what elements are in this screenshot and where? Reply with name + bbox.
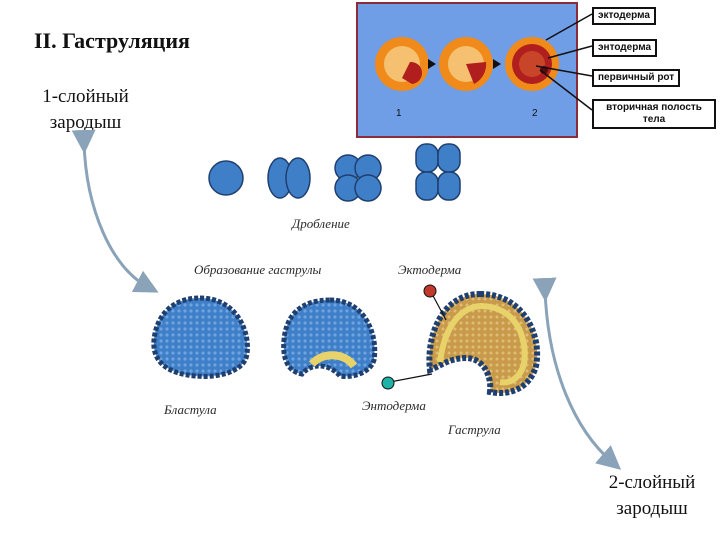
- ectoderm-marker: [423, 284, 437, 298]
- cleavage-8-cell: [415, 143, 461, 201]
- single-layer-embryo-label: 1-слойный зародыш: [28, 84, 143, 136]
- slide-title: II. Гаструляция: [34, 28, 190, 53]
- cleavage-stages: [208, 143, 461, 202]
- callout-endoderm: энтодерма: [592, 39, 658, 57]
- cleavage-4-cell: [334, 154, 382, 202]
- double-layer-embryo-label: 2-слойный зародыш: [592, 470, 712, 522]
- blastula-label: Бластула: [164, 402, 217, 417]
- inset-embryo-1: [375, 37, 429, 91]
- gastrulation-inset: 1 2: [356, 2, 578, 138]
- endoderm-marker: [381, 376, 395, 390]
- endoderm-label: Энтодерма: [362, 398, 426, 413]
- blastula: [151, 295, 250, 379]
- inset-embryo-3: [505, 37, 559, 91]
- left-double-arrow: [71, 129, 159, 293]
- inset-number-2: 2: [532, 108, 538, 119]
- callout-ectoderm: эктодерма: [592, 7, 656, 25]
- single-layer-line2: зародыш: [49, 112, 122, 133]
- early-gastrula: [281, 297, 378, 379]
- gastrula-formation-caption: Образование гаструлы: [194, 262, 322, 277]
- right-double-arrow: [532, 277, 622, 470]
- double-layer-line2: зародыш: [616, 498, 688, 519]
- inset-embryos: 1 2: [375, 37, 559, 119]
- single-layer-line1: 1-слойный: [42, 86, 129, 107]
- ectoderm-label: Эктодерма: [398, 262, 462, 277]
- double-layer-line1: 2-слойный: [608, 472, 696, 493]
- inset-embryo-2: [439, 37, 493, 91]
- inset-number-1: 1: [396, 108, 402, 119]
- cleavage-caption: Дробление: [292, 216, 350, 231]
- gastrula: [426, 290, 541, 396]
- cleavage-2-cell: [267, 157, 311, 199]
- callout-secondary-cavity: вторичная полость тела: [592, 99, 716, 129]
- gastrulation-stages: [151, 284, 541, 396]
- callout-primary-mouth: первичный рот: [592, 69, 681, 87]
- gastrula-label: Гаструла: [448, 422, 501, 437]
- cleavage-1-cell: [208, 160, 244, 196]
